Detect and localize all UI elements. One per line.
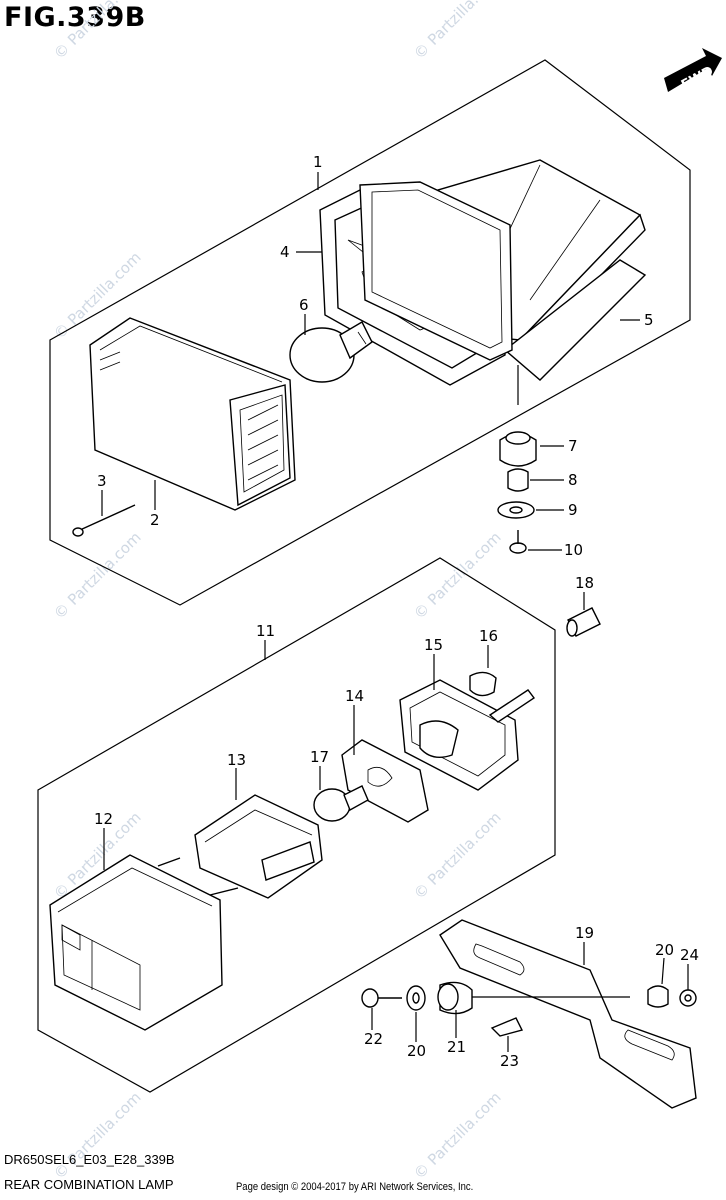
assembly-1-outline [49,59,691,606]
screw-part-3 [72,504,136,537]
watermark: © Partzilla.com [50,1088,145,1183]
nut-part-16 [469,671,497,697]
assembly-name: REAR COMBINATION LAMP [4,1177,174,1192]
fwd-arrow-icon: FWD [664,48,722,93]
bulb-part-6 [289,321,373,383]
leader-lines [101,172,689,1052]
callout-12: 12 [94,810,113,828]
lens-part-13 [194,794,323,899]
bolt-part-10 [509,530,527,554]
callout-1: 1 [313,153,323,171]
callout-17: 17 [310,748,329,766]
tail-lamp-body-part-12 [49,854,239,1031]
callout-19: 19 [575,924,594,942]
callout-22: 22 [364,1030,383,1048]
bolt-part-22 [361,988,402,1008]
collar-part-8 [507,468,529,492]
callout-21: 21 [447,1038,466,1056]
figure-title: FIG.339B [4,2,146,33]
copyright-notice: Page design © 2004-2017 by ARI Network S… [236,1181,474,1193]
watermark: © Partzilla.com [410,808,505,903]
callout-9: 9 [568,501,578,519]
grommet-part-21 [437,981,473,1015]
callout-24: 24 [680,946,699,964]
callout-18: 18 [575,574,594,592]
assembly-11-outline [37,557,556,1093]
model-code: DR650SEL6_E03_E28_339B [4,1152,175,1167]
callout-2: 2 [150,511,160,529]
bulb-part-17 [313,785,369,822]
callout-7: 7 [568,437,578,455]
lamp-frame [359,181,513,361]
watermark: © Partzilla.com [410,528,505,623]
bracket-part-19 [439,919,697,1109]
callout-15: 15 [424,636,443,654]
watermark: © Partzilla.com [410,1088,505,1183]
callout-20-left: 20 [407,1042,426,1060]
callout-16: 16 [479,627,498,645]
clip-part-23 [490,1017,524,1037]
callout-14: 14 [345,687,364,705]
callout-5: 5 [644,311,654,329]
spacer-part-18 [566,607,601,637]
callout-3: 3 [97,472,107,490]
callout-13: 13 [227,751,246,769]
callout-4: 4 [280,243,290,261]
watermark: © Partzilla.com [410,0,505,63]
callout-8: 8 [568,471,578,489]
washer-part-20-left [406,985,426,1011]
grommet-part-7 [499,431,537,467]
nut-part-20-right [647,985,669,1008]
washer-part-9 [497,501,535,519]
callout-11: 11 [256,622,275,640]
callout-6: 6 [299,296,309,314]
watermark: © Partzilla.com [50,528,145,623]
license-lamp-housing-part-15 [399,679,536,791]
callout-10: 10 [564,541,583,559]
lens-part-2 [89,317,296,511]
callout-labels: 1 2 3 4 5 6 7 8 9 10 11 12 13 14 15 16 1… [94,153,699,1070]
callout-20-right: 20 [655,941,674,959]
watermark: © Partzilla.com [50,0,145,63]
callout-23: 23 [500,1052,519,1070]
nut-part-24 [679,989,697,1007]
gasket-part-14 [341,739,429,823]
